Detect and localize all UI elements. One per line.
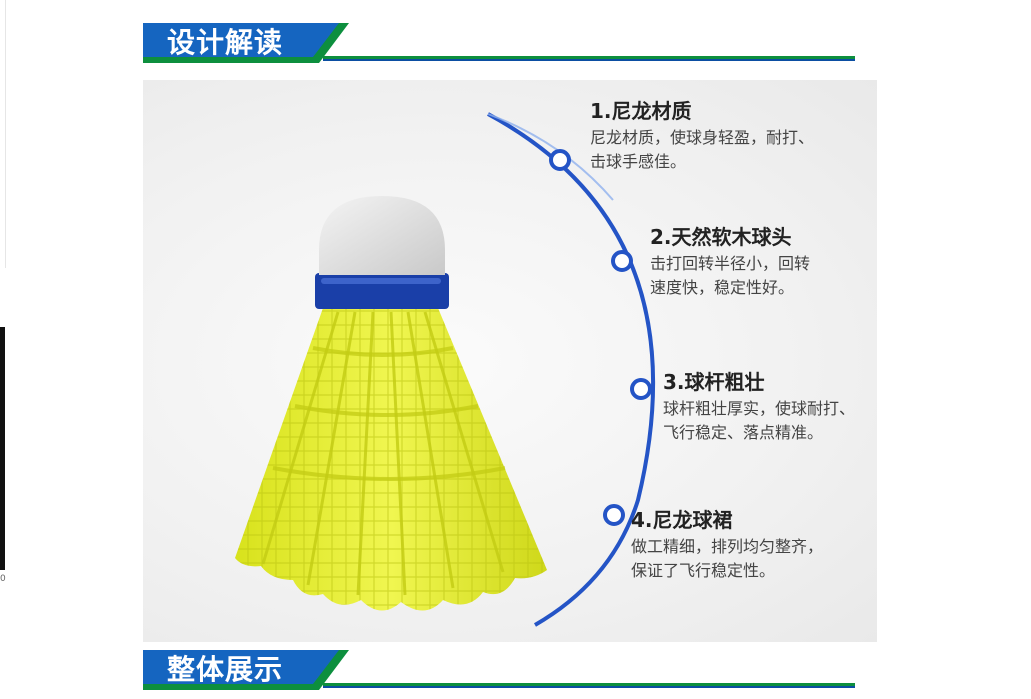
timeline-node-2 xyxy=(611,250,633,272)
feature-desc-line: 飞行稳定、落点精准。 xyxy=(663,423,824,442)
header-rule-blue xyxy=(323,59,855,61)
header-rule-green xyxy=(323,56,855,59)
feature-title: 2.天然软木球头 xyxy=(650,225,792,249)
feature-thick-shaft: 3.球杆粗壮 球杆粗壮厚实，使球耐打、 飞行稳定、落点精准。 xyxy=(663,369,855,445)
left-edge-divider xyxy=(0,0,6,268)
section-header-overview: 整体展示 xyxy=(143,650,855,690)
shuttlecock-illustration xyxy=(235,112,656,627)
feature-title: 3.球杆粗壮 xyxy=(663,370,765,394)
feature-cork-head: 2.天然软木球头 击打回转半径小，回转 速度快，稳定性好。 xyxy=(650,224,810,300)
timeline-node-4 xyxy=(603,504,625,526)
header-banner xyxy=(143,650,349,690)
feature-desc-line: 速度快，稳定性好。 xyxy=(650,278,795,297)
feature-title: 4.尼龙球裙 xyxy=(631,508,733,532)
feature-nylon-material: 1.尼龙材质 尼龙材质，使球身轻盈，耐打、 击球手感佳。 xyxy=(590,98,814,174)
feature-desc-line: 尼龙材质，使球身轻盈，耐打、 xyxy=(590,128,815,147)
header-banner xyxy=(143,23,349,63)
feature-nylon-skirt: 4.尼龙球裙 做工精细，排列均匀整齐， 保证了飞行稳定性。 xyxy=(631,507,823,583)
feature-desc-line: 保证了飞行稳定性。 xyxy=(631,561,776,580)
feature-desc-line: 球杆粗壮厚实，使球耐打、 xyxy=(663,399,856,418)
cap-shape xyxy=(319,196,445,275)
feature-title: 1.尼龙材质 xyxy=(590,99,692,123)
product-image-panel xyxy=(143,80,877,642)
timeline-node-1 xyxy=(549,149,571,171)
timeline-node-3 xyxy=(630,378,652,400)
feature-desc-line: 做工精细，排列均匀整齐， xyxy=(631,537,824,556)
section-header-design: 设计解读 xyxy=(143,23,855,63)
section-title: 整体展示 xyxy=(167,653,284,686)
section-title: 设计解读 xyxy=(167,26,284,59)
feature-desc-line: 击打回转半径小，回转 xyxy=(650,254,811,273)
feature-desc-line: 击球手感佳。 xyxy=(590,152,687,171)
timeline-arc xyxy=(487,112,656,627)
header-rule-green xyxy=(323,683,855,686)
left-edge-dark-bar xyxy=(0,327,5,570)
header-rule-blue xyxy=(323,686,855,688)
left-edge-mark: 0 xyxy=(0,574,6,584)
